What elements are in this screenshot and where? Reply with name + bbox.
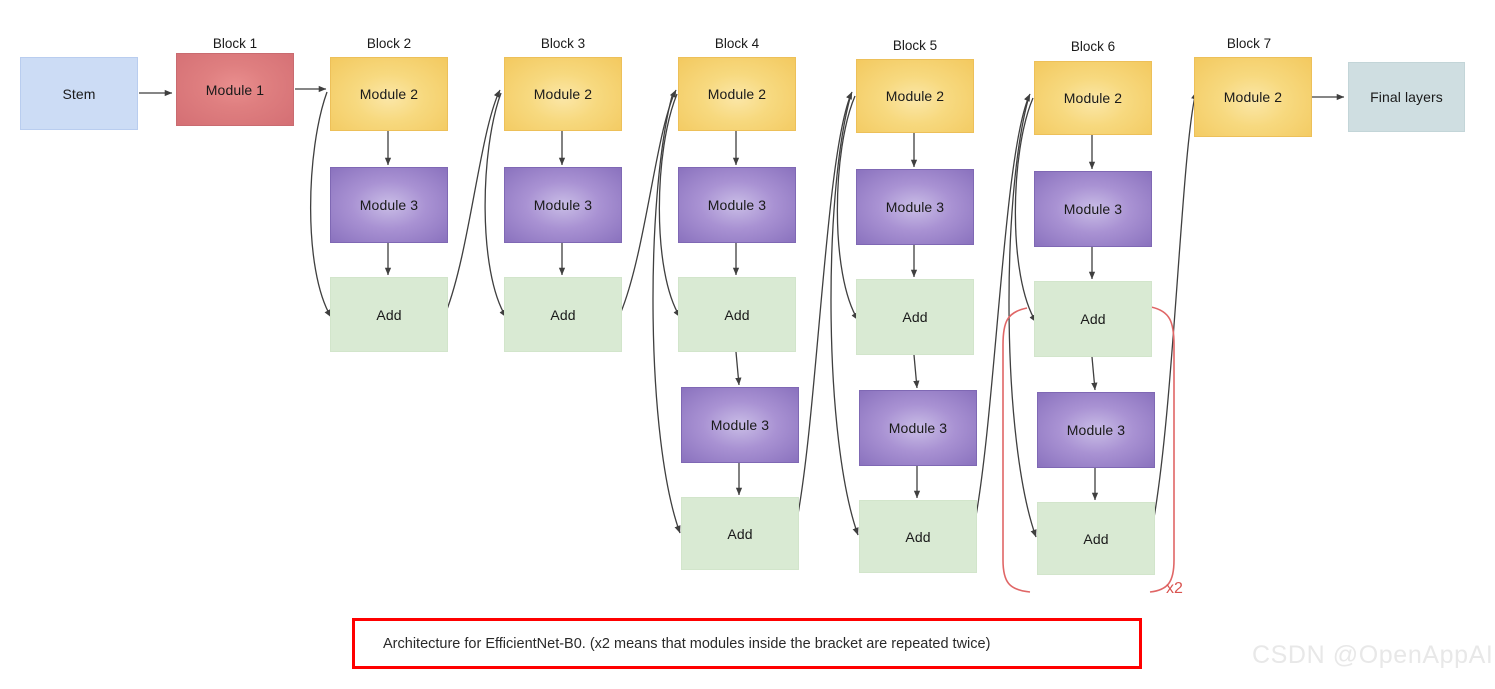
edge-block5-to-block6	[972, 93, 1031, 533]
edge-block4-skip2	[652, 95, 681, 534]
node-block3-module3[interactable]: Module 3	[504, 167, 622, 243]
node-block6-module2[interactable]: Module 2	[1034, 61, 1152, 135]
node-block4-module2[interactable]: Module 2	[678, 57, 796, 131]
node-block6-add-2[interactable]: Add	[1037, 502, 1155, 575]
diagram-caption: Architecture for EfficientNet-B0. (x2 me…	[352, 618, 1142, 669]
block-label-3: Block 3	[540, 36, 586, 51]
node-block4-module3-2[interactable]: Module 3	[681, 387, 799, 463]
block-label-7: Block 7	[1226, 36, 1272, 51]
edge-block2-skip	[309, 91, 332, 318]
node-block3-add[interactable]: Add	[504, 277, 622, 352]
edge-block4-to-block5	[794, 91, 853, 531]
node-stem[interactable]: Stem	[20, 57, 138, 130]
block-label-5: Block 5	[892, 38, 938, 53]
node-block2-module2[interactable]: Module 2	[330, 57, 448, 131]
block-label-1: Block 1	[212, 36, 258, 51]
node-block5-module3-2[interactable]: Module 3	[859, 390, 977, 466]
edge-block5-skip1	[836, 95, 859, 321]
node-block6-module3-1[interactable]: Module 3	[1034, 171, 1152, 247]
node-block4-add-2[interactable]: Add	[681, 497, 799, 570]
node-block5-module2[interactable]: Module 2	[856, 59, 974, 133]
bracket-left	[1002, 307, 1031, 593]
node-block6-module3-2[interactable]: Module 3	[1037, 392, 1155, 468]
node-block4-add-1[interactable]: Add	[678, 277, 796, 352]
edge-block5-skip2	[830, 97, 859, 536]
watermark: CSDN @OpenAppAI	[1252, 641, 1494, 669]
repeat-count-label: x2	[1166, 580, 1183, 597]
edge-block6-add1-m3	[1091, 356, 1098, 391]
edge-block6-to-block7	[1150, 91, 1198, 535]
edge-block5-add1-m3	[913, 354, 920, 389]
node-final-layers[interactable]: Final layers	[1348, 62, 1465, 132]
edge-block2-to-block3	[445, 89, 501, 313]
node-block7-module2[interactable]: Module 2	[1194, 57, 1312, 137]
node-block6-add-1[interactable]: Add	[1034, 281, 1152, 357]
edge-block4-add1-m3	[735, 351, 742, 386]
block-label-2: Block 2	[366, 36, 412, 51]
node-block2-module3[interactable]: Module 3	[330, 167, 448, 243]
node-block2-add[interactable]: Add	[330, 277, 448, 352]
edge-block6-skip1	[1014, 97, 1037, 323]
edge-block6-skip2	[1008, 99, 1037, 538]
edge-block3-skip	[484, 92, 507, 318]
node-block3-module2[interactable]: Module 2	[504, 57, 622, 131]
block-label-6: Block 6	[1070, 39, 1116, 54]
node-block1-module1[interactable]: Module 1	[176, 53, 294, 126]
node-block5-module3-1[interactable]: Module 3	[856, 169, 974, 245]
block-label-4: Block 4	[714, 36, 760, 51]
node-block5-add-2[interactable]: Add	[859, 500, 977, 573]
node-block4-module3-1[interactable]: Module 3	[678, 167, 796, 243]
bracket-right	[1149, 306, 1175, 593]
node-block5-add-1[interactable]: Add	[856, 279, 974, 355]
edge-block4-skip1	[658, 93, 681, 318]
